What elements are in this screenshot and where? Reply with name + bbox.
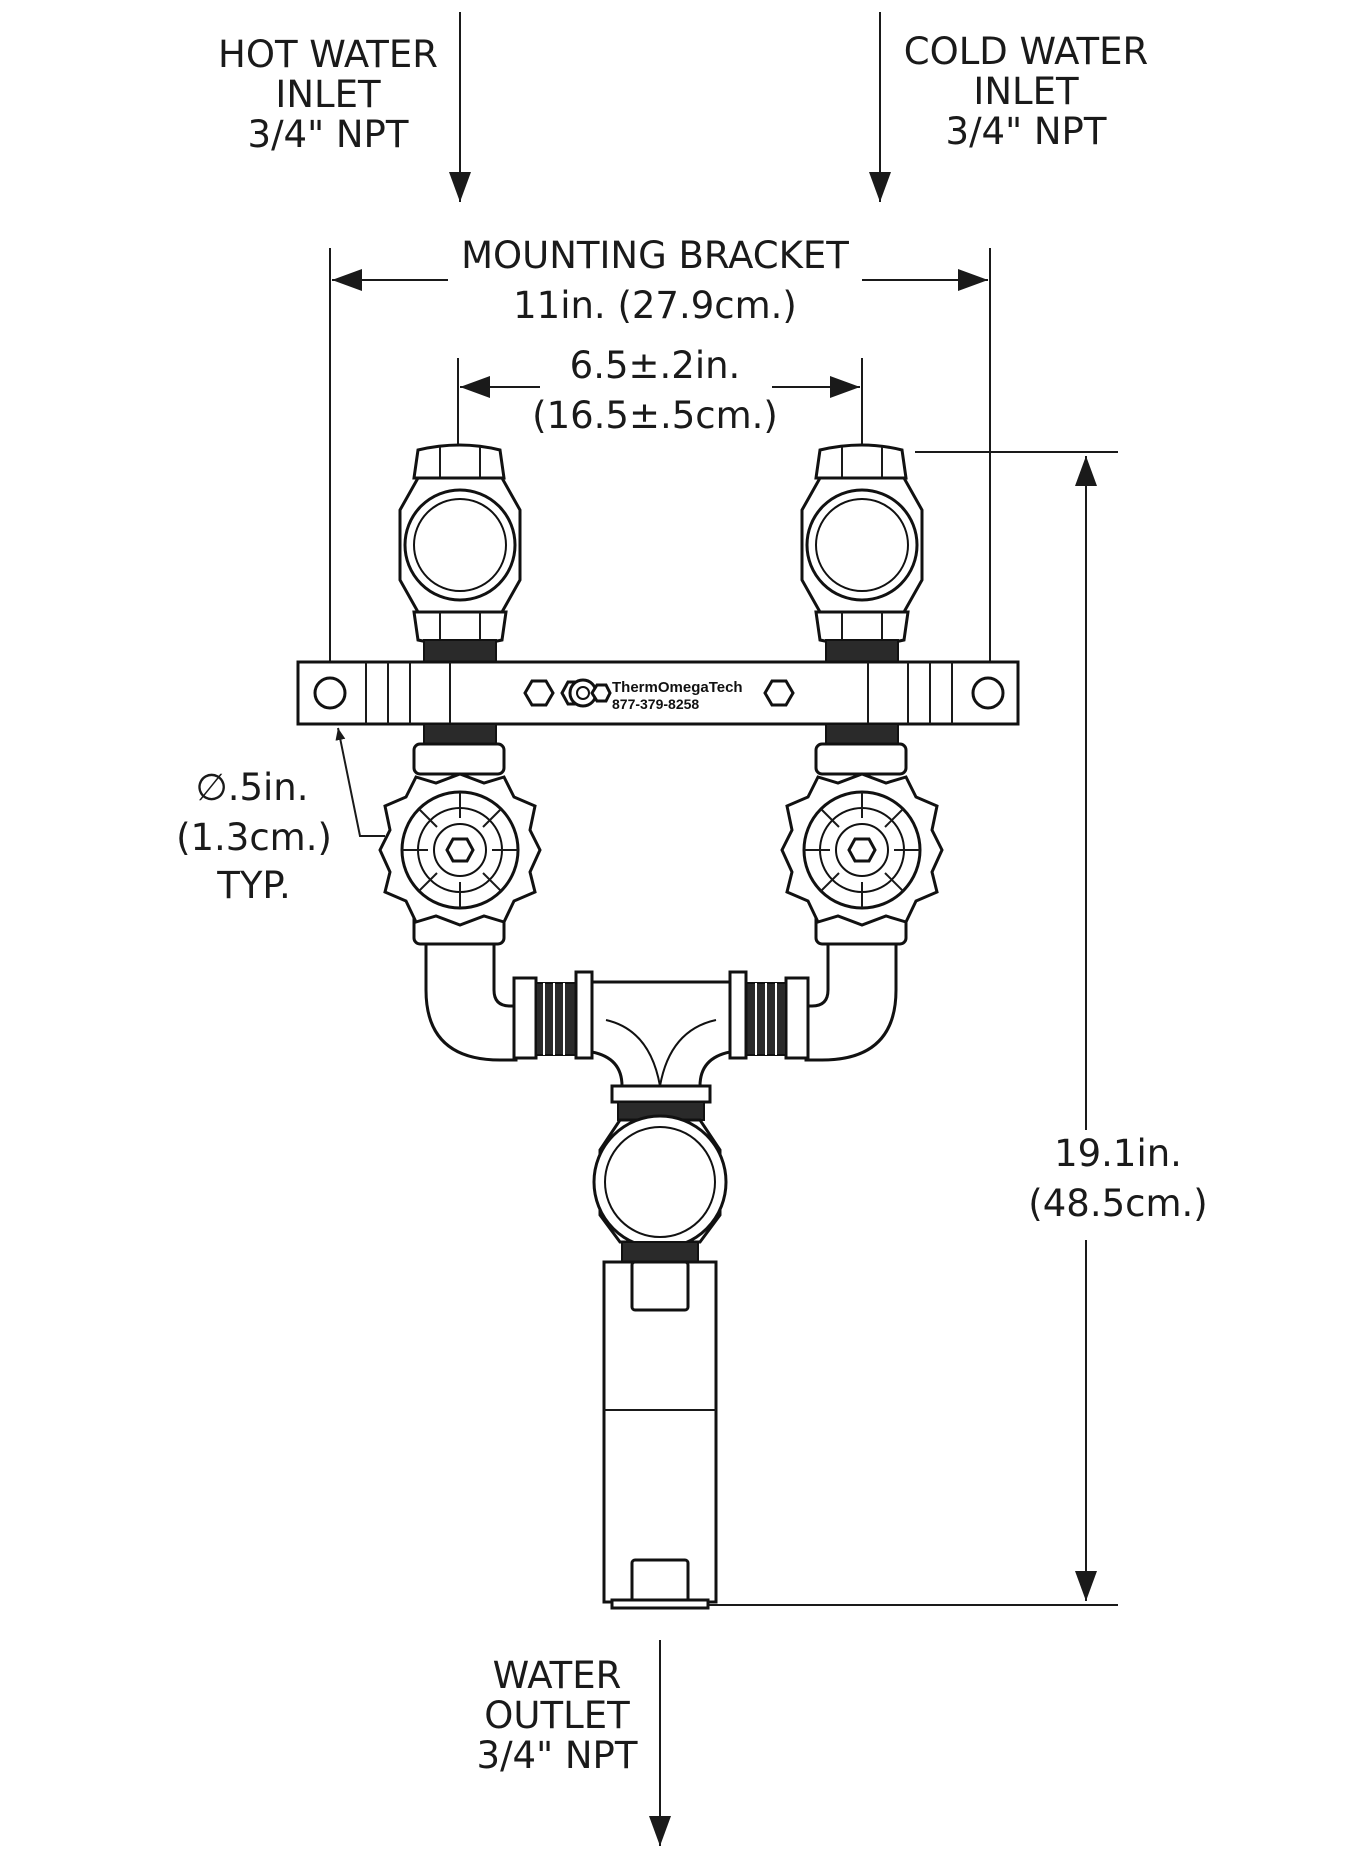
right-mounting-hole (971, 676, 1005, 710)
bracket-dimension-line1: MOUNTING BRACKET (461, 234, 849, 277)
cold-inlet-line3: 3/4" NPT (946, 110, 1107, 153)
height-line2: (48.5cm.) (1028, 1182, 1207, 1225)
hot-inlet-label: HOT WATER INLET 3/4" NPT (218, 33, 438, 156)
height-line1: 19.1in. (1054, 1132, 1182, 1175)
hole-callout-line3: TYP. (216, 864, 291, 907)
outlet-line2: OUTLET (484, 1694, 630, 1737)
hot-inlet-line2: INLET (275, 73, 381, 116)
cold-inlet-line1: COLD WATER (904, 30, 1149, 73)
hole-callout: ∅.5in. (1.3cm.) TYP. (176, 727, 385, 907)
height-dimension: 19.1in. (48.5cm.) (700, 451, 1208, 1606)
piping-manifold (424, 942, 898, 1121)
mounting-bracket: ThermOmegaTech 877-379-8258 (296, 660, 1020, 726)
outlet-line3: 3/4" NPT (477, 1734, 638, 1777)
inlet-spacing-line2: (16.5±.5cm.) (532, 394, 778, 437)
hole-callout-line1: ∅.5in. (195, 766, 308, 809)
hot-inlet-line3: 3/4" NPT (248, 113, 409, 156)
brand-logo: ThermOmegaTech 877-379-8258 (560, 678, 743, 712)
outlet-assembly (592, 1114, 728, 1610)
hot-inlet-line1: HOT WATER (218, 33, 438, 76)
cold-inlet-line2: INLET (973, 70, 1079, 113)
inlet-spacing-line1: 6.5±.2in. (570, 344, 741, 387)
cold-shutoff-valve (780, 742, 944, 946)
hot-inlet-union (398, 443, 522, 663)
brand-phone: 877-379-8258 (612, 696, 699, 712)
outlet-label: WATER OUTLET 3/4" NPT (477, 1654, 638, 1777)
inlet-spacing-dimension: 6.5±.2in. (16.5±.5cm.) (457, 344, 863, 445)
bracket-dimension-line2: 11in. (27.9cm.) (513, 284, 797, 327)
left-mounting-hole (313, 676, 347, 710)
cold-inlet-label: COLD WATER INLET 3/4" NPT (904, 30, 1149, 153)
cold-inlet-union (800, 443, 924, 663)
brand-name: ThermOmegaTech (612, 679, 743, 696)
bracket-dimension: MOUNTING BRACKET 11in. (27.9cm.) (329, 234, 991, 690)
hot-shutoff-valve (378, 742, 542, 946)
hole-callout-line2: (1.3cm.) (176, 816, 332, 859)
outlet-line1: WATER (493, 1654, 622, 1697)
